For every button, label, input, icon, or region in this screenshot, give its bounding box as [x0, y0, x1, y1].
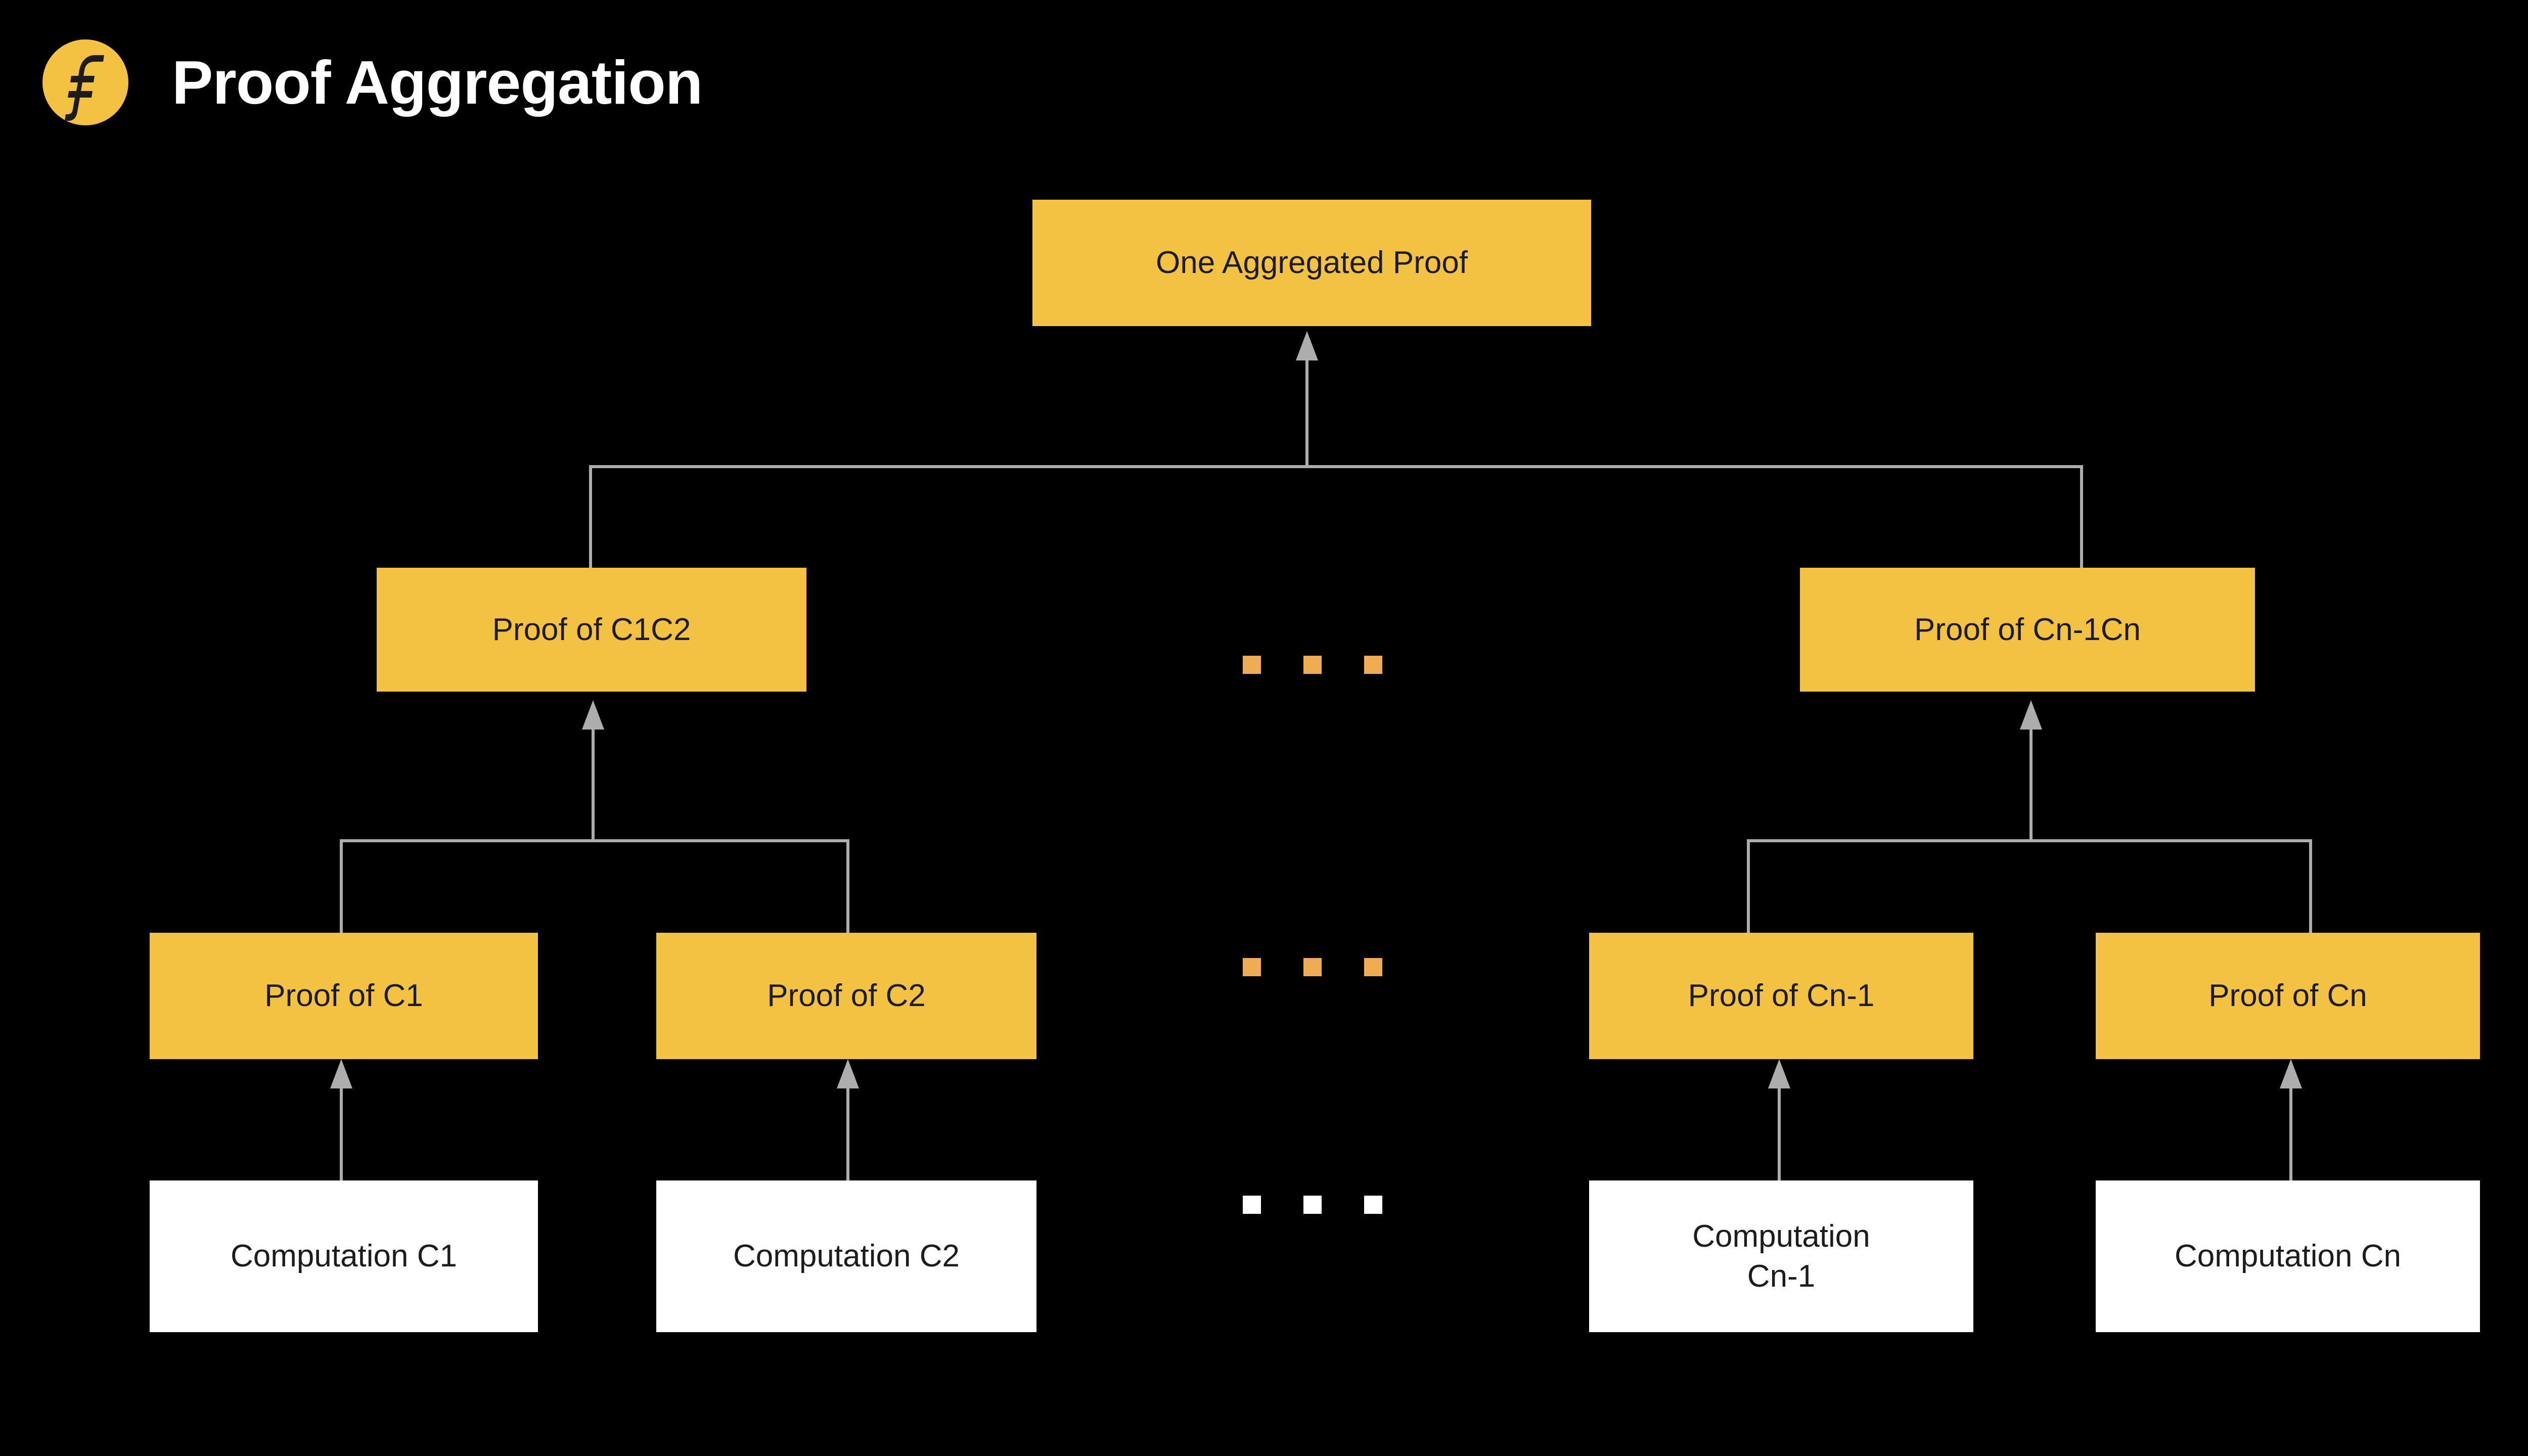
- node-label: Proof of Cn-1Cn: [1914, 612, 2141, 647]
- node-label: Proof of C2: [767, 978, 926, 1014]
- ellipsis-dot: [1364, 958, 1382, 976]
- arrowhead-to-root: [1296, 331, 1318, 360]
- node-proof-of-cn-1[interactable]: Proof of Cn-1: [1589, 933, 1973, 1059]
- page-header: Proof Aggregation: [42, 39, 703, 125]
- ellipsis-dot: [1303, 1196, 1322, 1214]
- connector-cn1cn-drop-right: [2309, 839, 2312, 934]
- node-label: Proof of C1C2: [492, 612, 691, 647]
- ellipsis-dot: [1364, 1196, 1382, 1214]
- node-proof-of-c2[interactable]: Proof of C2: [656, 933, 1036, 1059]
- connector-comp-c2-stem: [846, 1084, 849, 1180]
- node-label: One Aggregated Proof: [1155, 245, 1468, 281]
- connector-root-bar: [589, 465, 2083, 468]
- node-label: Proof of Cn: [2208, 978, 2367, 1014]
- node-computation-cn[interactable]: Computation Cn: [2096, 1180, 2480, 1332]
- connector-root-stem: [1305, 356, 1308, 468]
- node-computation-cn-1[interactable]: Computation Cn-1: [1589, 1180, 1973, 1332]
- ellipsis-computations: [1243, 1196, 1382, 1214]
- ellipsis-dot: [1303, 656, 1322, 674]
- arrowhead-to-proof-c1c2: [582, 700, 604, 730]
- connector-comp-cn-1-stem: [1778, 1084, 1781, 1180]
- node-label: Computation Cn: [2174, 1239, 2402, 1274]
- connector-c1c2-bar: [340, 839, 849, 842]
- connector-c1c2-drop-left: [340, 839, 343, 934]
- connector-root-drop-left: [589, 465, 592, 569]
- ellipsis-dot: [1243, 958, 1261, 976]
- arrowhead-to-proof-cn: [2280, 1059, 2302, 1088]
- connector-root-drop-right: [2080, 465, 2083, 569]
- node-proof-of-cn-1cn[interactable]: Proof of Cn-1Cn: [1800, 568, 2255, 692]
- connector-c1c2-drop-right: [846, 839, 849, 934]
- connector-comp-cn-stem: [2289, 1084, 2292, 1180]
- node-computation-c2[interactable]: Computation C2: [656, 1180, 1036, 1332]
- connector-cn1cn-stem: [2029, 725, 2033, 841]
- filecoin-logo-icon: [42, 39, 128, 125]
- node-label: Computation C1: [230, 1239, 458, 1274]
- arrowhead-to-proof-cn1cn: [2020, 700, 2042, 730]
- node-label: Proof of C1: [264, 978, 423, 1014]
- node-computation-c1[interactable]: Computation C1: [150, 1180, 538, 1332]
- node-proof-of-c1[interactable]: Proof of C1: [150, 933, 538, 1059]
- connector-comp-c1-stem: [340, 1084, 343, 1180]
- node-proof-of-cn[interactable]: Proof of Cn: [2096, 933, 2480, 1059]
- ellipsis-dot: [1243, 1196, 1261, 1214]
- ellipsis-dot: [1364, 656, 1382, 674]
- node-one-aggregated-proof[interactable]: One Aggregated Proof: [1032, 200, 1591, 326]
- arrowhead-to-proof-c1: [330, 1059, 352, 1088]
- arrowhead-to-proof-cn-1: [1768, 1059, 1790, 1088]
- node-label: Computation C2: [733, 1239, 960, 1274]
- node-proof-of-c1c2[interactable]: Proof of C1C2: [377, 568, 806, 692]
- connector-cn1cn-drop-left: [1747, 839, 1750, 934]
- page-title: Proof Aggregation: [172, 48, 703, 117]
- connector-cn1cn-bar: [1747, 839, 2312, 842]
- arrowhead-to-proof-c2: [837, 1059, 859, 1088]
- ellipsis-proof-pairs: [1243, 656, 1382, 674]
- node-label: Computation Cn-1: [1692, 1218, 1870, 1294]
- connector-c1c2-stem: [592, 725, 595, 841]
- node-label: Proof of Cn-1: [1688, 978, 1875, 1014]
- ellipsis-proof-leaves: [1243, 958, 1382, 976]
- ellipsis-dot: [1303, 958, 1322, 976]
- ellipsis-dot: [1243, 656, 1261, 674]
